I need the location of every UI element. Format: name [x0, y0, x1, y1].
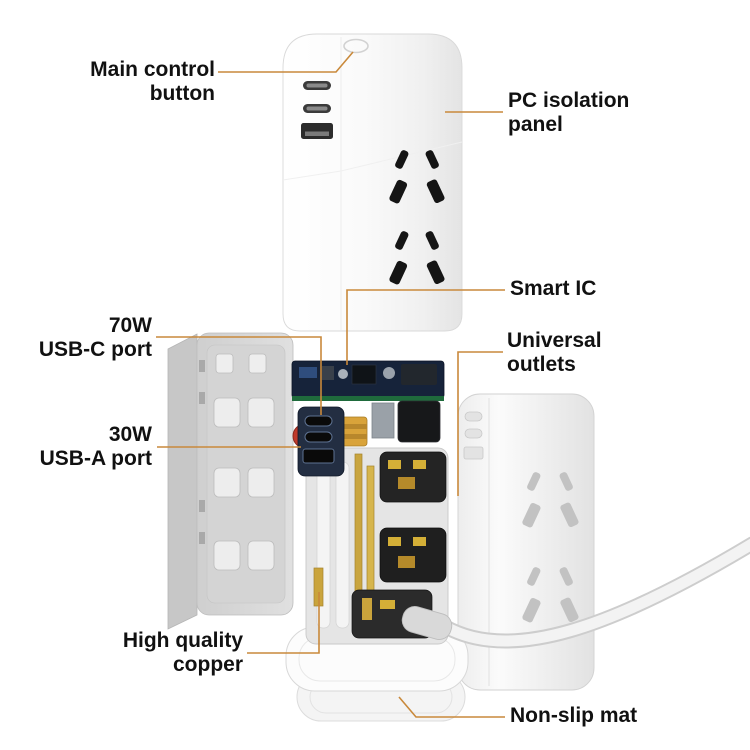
shell-outlet-emboss-1 [522, 472, 579, 528]
socket-module-1 [379, 451, 447, 503]
line-main-control-button [218, 51, 354, 73]
smart-ic-chip [351, 364, 377, 385]
line-usb-c-port [156, 336, 322, 415]
line-smart-ic [346, 289, 505, 365]
label-pc-isolation-panel: PC isolation panel [508, 89, 630, 137]
label-high-quality-copper: High quality copper [122, 629, 243, 677]
line-universal-outlets [457, 351, 503, 496]
label-smart-ic: Smart IC [510, 277, 597, 300]
usb-a-port-shape [302, 448, 335, 464]
usb-c-port-shape [304, 415, 333, 427]
internal-usb-ports [297, 406, 345, 477]
socket-module-2 [379, 527, 447, 583]
pcb-board [291, 360, 445, 477]
line-non-slip-mat [398, 696, 505, 718]
power-cable [401, 536, 750, 649]
label-usb-a-port-30w: 30W USB-A port [39, 423, 152, 471]
tower-unit [282, 33, 463, 332]
label-main-control-button: Main control button [90, 58, 215, 106]
tower-outlet-2 [389, 231, 445, 285]
left-shell-part [167, 332, 294, 630]
tower-outlet-1 [389, 150, 445, 204]
shell-outlet-emboss-2 [522, 567, 579, 623]
main-control-button-shape [343, 38, 369, 54]
label-universal-outlets: Universal outlets [507, 329, 602, 377]
line-high-quality-copper [247, 592, 320, 654]
callout-lines [156, 51, 505, 718]
transformer [336, 416, 368, 447]
label-non-slip-mat: Non-slip mat [510, 704, 638, 727]
tower-usb-ports [301, 81, 333, 139]
label-usb-c-port-70w: 70W USB-C port [38, 314, 152, 362]
